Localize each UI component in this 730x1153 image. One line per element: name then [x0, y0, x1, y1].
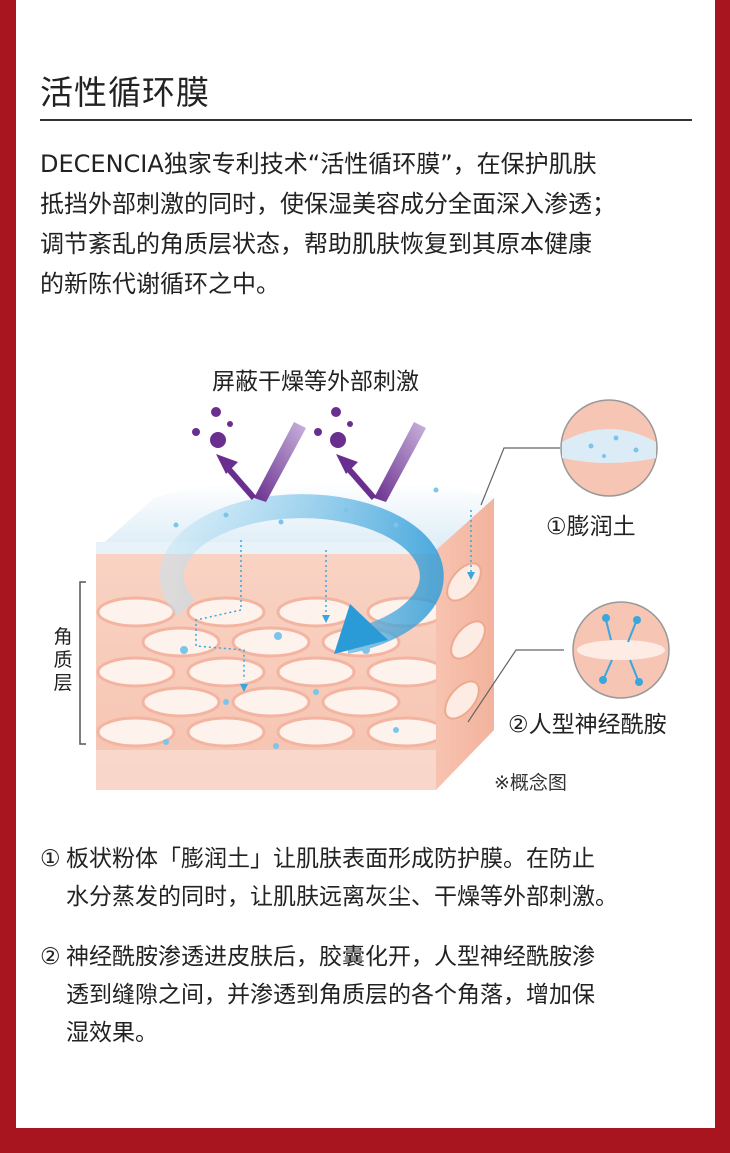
skin-illustration — [79, 399, 670, 790]
title-divider — [40, 119, 692, 121]
concept-note: ※概念图 — [494, 772, 567, 794]
barrier-label: 屏蔽干燥等外部刺激 — [212, 369, 419, 395]
circulation-arrowhead — [334, 604, 388, 654]
callout-bentonite: ①膨润土 — [546, 514, 636, 540]
note-item: ② 神经酰胺渗透进皮肤后，胶囊化开，人型神经酰胺渗 透到缝隙之间，并渗透到角质层… — [40, 938, 710, 1052]
irritant-particles — [192, 407, 353, 448]
callout-line-2 — [467, 649, 564, 723]
callout-ceramide: ②人型神经酰胺 — [508, 712, 667, 738]
note-number: ① — [40, 846, 61, 872]
penetration-arrowheads — [240, 572, 475, 692]
stratum-label: 角质层 — [53, 626, 73, 694]
moisture-droplets — [163, 487, 439, 749]
note-text: 板状粉体「膨润土」让肌肤表面形成防护膜。在防止 水分蒸发的同时，让肌肤远离灰尘、… — [66, 846, 618, 910]
skin-diagram: 屏蔽干燥等外部刺激 ①膨润土 ②人型神经酰胺 角质层 ※概念图 — [16, 350, 715, 810]
notes-list: ① 板状粉体「膨润土」让肌肤表面形成防护膜。在防止 水分蒸发的同时，让肌肤远离灰… — [40, 840, 710, 1074]
note-text: 神经酰胺渗透进皮肤后，胶囊化开，人型神经酰胺渗 透到缝隙之间，并渗透到角质层的各… — [66, 944, 595, 1046]
intro-paragraph: DECENCIA独家专利技术“活性循环膜”，在保护肌肤 抵挡外部刺激的同时，使保… — [40, 150, 616, 298]
note-item: ① 板状粉体「膨润土」让肌肤表面形成防护膜。在防止 水分蒸发的同时，让肌肤远离灰… — [40, 840, 710, 916]
note-number: ② — [40, 944, 61, 970]
deflection-arrow-2 — [336, 422, 426, 502]
stratum-bracket — [79, 581, 86, 745]
page-title: 活性循环膜 — [40, 73, 210, 112]
ceramide-zoom — [572, 601, 670, 699]
callout-line-1 — [480, 447, 560, 506]
page: 活性循环膜 DECENCIA独家专利技术“活性循环膜”，在保护肌肤 抵挡外部刺激… — [16, 0, 715, 1128]
penetration-paths — [195, 510, 472, 680]
bentonite-zoom — [560, 399, 658, 497]
film-edge — [96, 542, 436, 554]
circulation-arrow — [159, 494, 444, 654]
deflection-arrow-1 — [216, 422, 306, 502]
